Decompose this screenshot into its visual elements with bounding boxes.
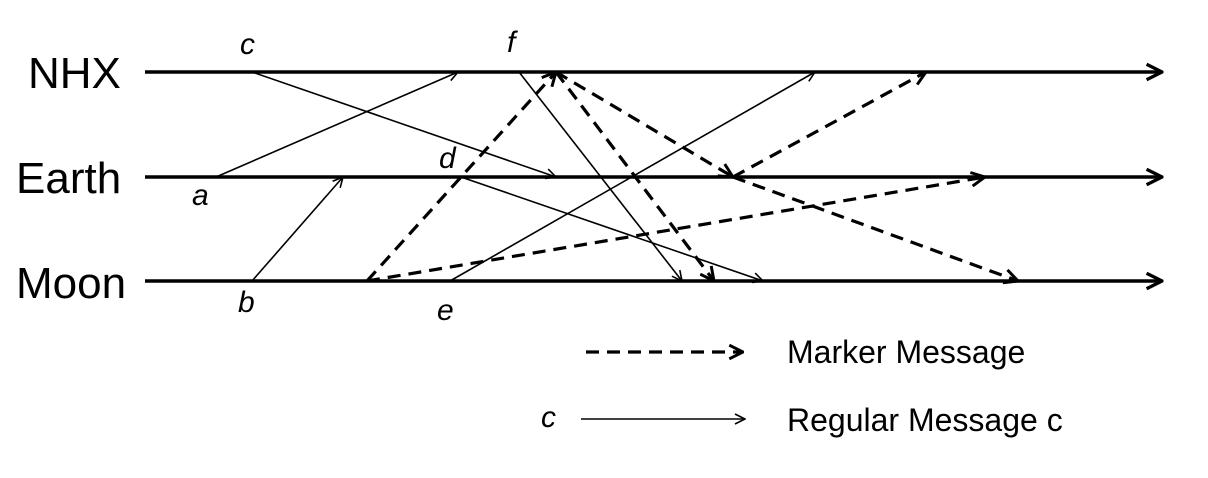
- event-label-d: d: [439, 142, 457, 175]
- legend-marker-label: Marker Message: [787, 334, 1025, 370]
- regular-message-b: [251, 177, 343, 282]
- marker-message-earth-to-moon: [732, 175, 1018, 281]
- marker-message-earth-to-nhx: [732, 72, 926, 179]
- legend: Marker Message c Regular Message c: [541, 334, 1063, 438]
- regular-message-d: [460, 176, 763, 281]
- event-label-e: e: [437, 294, 454, 327]
- event-label-f: f: [507, 26, 518, 59]
- regular-message-f: [518, 71, 682, 281]
- event-label-c: c: [240, 28, 255, 61]
- marker-message-nhx-to-moon: [554, 71, 714, 281]
- regular-message-e: [449, 72, 815, 282]
- legend-regular-label: Regular Message c: [787, 402, 1063, 438]
- marker-message-moon-to-nhx: [365, 72, 556, 283]
- event-label-b: b: [238, 286, 255, 319]
- marker-message-nhx-to-earth: [555, 70, 733, 177]
- regular-message-a: [215, 72, 458, 178]
- legend-regular-symbol: c: [541, 401, 556, 434]
- process-label-nhx: NHX: [28, 49, 121, 98]
- regular-message-c: [251, 71, 556, 177]
- process-label-moon: Moon: [16, 259, 126, 308]
- process-label-earth: Earth: [16, 154, 121, 203]
- event-label-a: a: [192, 179, 209, 212]
